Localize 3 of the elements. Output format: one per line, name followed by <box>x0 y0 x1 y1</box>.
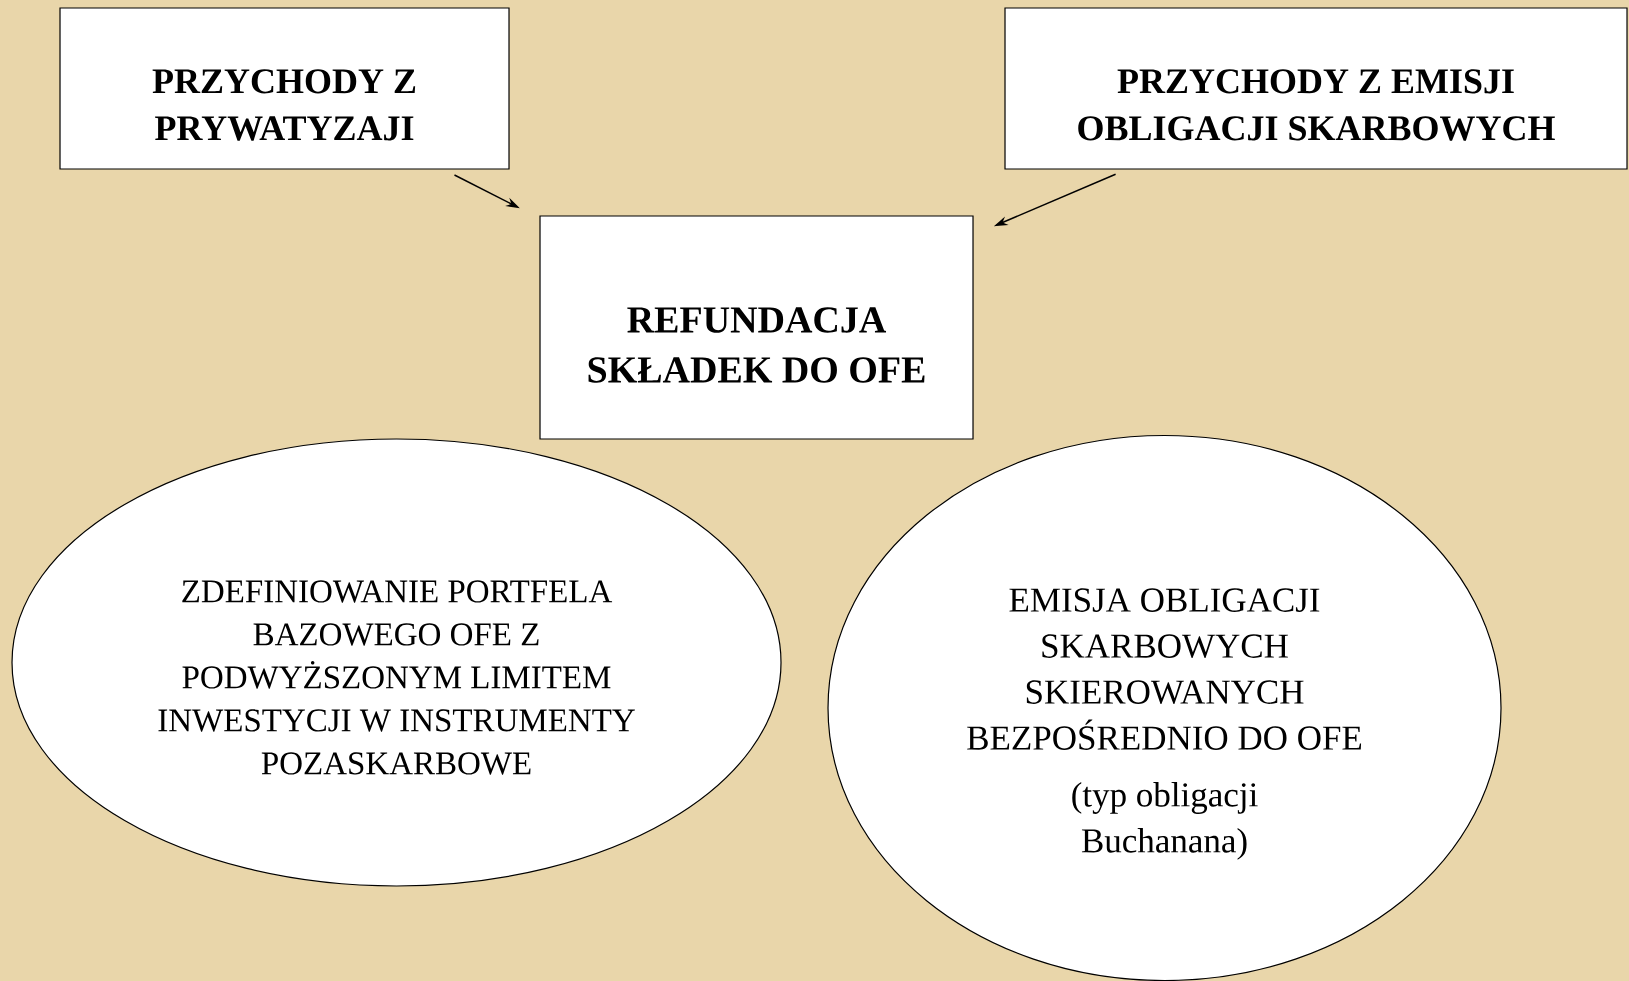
text-box: REFUNDACJA SKŁADEK DO OFE <box>539 215 974 440</box>
text-box: PRZYCHODY Z EMISJI OBLIGACJI SKARBOWYCH <box>1004 7 1628 170</box>
text-box: PRZYCHODY Z PRYWATYZAJI <box>59 7 510 170</box>
